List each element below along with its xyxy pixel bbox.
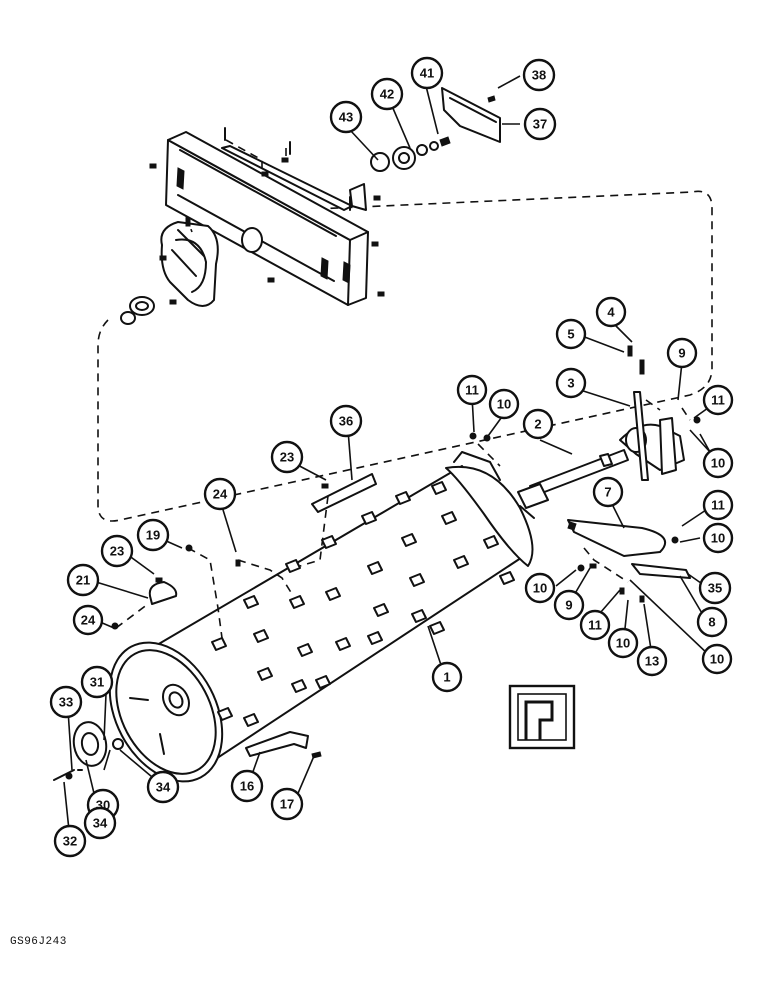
svg-text:3: 3	[567, 376, 574, 391]
svg-text:7: 7	[604, 485, 611, 500]
figure-code: GS96J243	[10, 936, 67, 948]
svg-text:10: 10	[711, 456, 725, 471]
callout-1[interactable]: 1	[431, 661, 463, 693]
assembly-dashed-line	[97, 190, 713, 522]
svg-text:19: 19	[146, 528, 160, 543]
svg-text:42: 42	[380, 87, 394, 102]
callout-10-far[interactable]: 10	[701, 643, 733, 675]
callout-33[interactable]: 33	[49, 685, 83, 719]
callout-5[interactable]: 5	[555, 318, 587, 350]
svg-text:34: 34	[156, 780, 171, 795]
callout-9-mid[interactable]: 9	[553, 589, 585, 621]
callout-10-bot[interactable]: 10	[607, 627, 639, 659]
callout-23-top[interactable]: 23	[270, 440, 304, 474]
callout-36[interactable]: 36	[329, 404, 363, 438]
callout-10-right[interactable]: 10	[702, 447, 734, 479]
svg-text:24: 24	[213, 487, 228, 502]
svg-text:36: 36	[339, 414, 353, 429]
svg-text:11: 11	[588, 618, 602, 633]
svg-text:23: 23	[110, 544, 124, 559]
callout-42[interactable]: 42	[370, 77, 404, 111]
callout-41[interactable]: 41	[410, 56, 444, 90]
svg-text:11: 11	[465, 383, 479, 398]
callout-35[interactable]: 35	[698, 571, 732, 605]
callout-10-top[interactable]: 10	[488, 388, 520, 420]
callout-3[interactable]: 3	[555, 367, 587, 399]
upper-frame-assembly	[120, 87, 501, 325]
callout-24-left[interactable]: 24	[72, 604, 104, 636]
svg-text:11: 11	[711, 498, 725, 513]
svg-text:38: 38	[532, 68, 546, 83]
callout-layer: 38 37 41 42 43 4 5 9 3 11 10 11 10 2 36 …	[49, 56, 734, 858]
callout-11-mid[interactable]: 11	[702, 489, 734, 521]
callout-13[interactable]: 13	[636, 645, 668, 677]
svg-text:37: 37	[533, 117, 547, 132]
section-reference-icon	[508, 684, 576, 750]
callout-2[interactable]: 2	[522, 408, 554, 440]
svg-text:32: 32	[63, 834, 77, 849]
svg-text:4: 4	[607, 305, 615, 320]
svg-text:34: 34	[93, 816, 108, 831]
callout-23-left[interactable]: 23	[100, 534, 134, 568]
svg-text:17: 17	[280, 797, 294, 812]
svg-text:16: 16	[240, 779, 254, 794]
svg-text:24: 24	[81, 613, 96, 628]
shaft-assembly	[65, 345, 701, 780]
callout-11-right[interactable]: 11	[702, 384, 734, 416]
leader-lines	[63, 75, 711, 841]
svg-text:13: 13	[645, 654, 659, 669]
rotor-drum	[53, 451, 535, 783]
callout-34-right[interactable]: 34	[146, 770, 180, 804]
callout-24-top[interactable]: 24	[203, 477, 237, 511]
callout-31[interactable]: 31	[80, 665, 114, 699]
callout-9-top[interactable]: 9	[666, 337, 698, 369]
svg-text:21: 21	[76, 573, 90, 588]
svg-text:31: 31	[90, 675, 104, 690]
callout-34-left[interactable]: 34	[83, 806, 117, 840]
callout-17[interactable]: 17	[270, 787, 304, 821]
callout-21[interactable]: 21	[66, 563, 100, 597]
callout-19[interactable]: 19	[136, 518, 170, 552]
svg-text:9: 9	[565, 598, 572, 613]
callout-32[interactable]: 32	[53, 824, 87, 858]
callout-38[interactable]: 38	[522, 58, 556, 92]
callout-43[interactable]: 43	[329, 100, 363, 134]
callout-10-mid[interactable]: 10	[702, 522, 734, 554]
svg-text:9: 9	[678, 346, 685, 361]
callout-7[interactable]: 7	[592, 476, 624, 508]
svg-text:41: 41	[420, 66, 434, 81]
callout-37[interactable]: 37	[523, 107, 557, 141]
callout-11-bot[interactable]: 11	[579, 609, 611, 641]
hardware-dashed-lines	[115, 139, 691, 639]
callout-8[interactable]: 8	[696, 606, 728, 638]
svg-text:10: 10	[533, 581, 547, 596]
svg-text:10: 10	[711, 531, 725, 546]
svg-text:11: 11	[711, 393, 725, 408]
svg-text:10: 10	[616, 636, 630, 651]
svg-text:10: 10	[710, 652, 724, 667]
callout-11-top[interactable]: 11	[456, 374, 488, 406]
svg-text:43: 43	[339, 110, 353, 125]
svg-text:33: 33	[59, 695, 73, 710]
svg-text:5: 5	[567, 327, 574, 342]
svg-text:2: 2	[534, 417, 541, 432]
svg-text:8: 8	[708, 615, 715, 630]
callout-10-left[interactable]: 10	[524, 572, 556, 604]
callout-16[interactable]: 16	[230, 769, 264, 803]
callout-4[interactable]: 4	[595, 296, 627, 328]
svg-text:1: 1	[443, 670, 450, 685]
svg-text:23: 23	[280, 450, 294, 465]
svg-text:35: 35	[708, 581, 722, 596]
svg-text:10: 10	[497, 397, 511, 412]
